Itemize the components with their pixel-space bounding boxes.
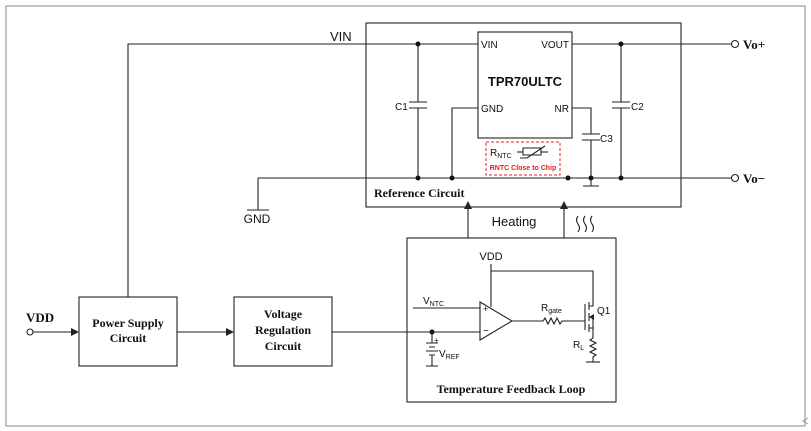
voltage-regulation-block: [233, 296, 333, 367]
rl-label: RL: [573, 340, 584, 352]
q1-label: Q1: [597, 306, 611, 317]
mosfet-q1-icon: [584, 297, 594, 336]
chip-name: TPR70ULTC: [488, 74, 563, 89]
thermistor-icon: [517, 145, 548, 159]
chip-pin-vin: VIN: [481, 40, 498, 51]
vo-plus-label: Vo+: [743, 37, 765, 52]
outer-frame: [5, 5, 806, 427]
feedback-loop-label: Temperature Feedback Loop: [437, 382, 586, 396]
vo-minus-terminal: [730, 173, 740, 183]
tpr70ultc-chip: [477, 31, 573, 139]
power-supply-block: [78, 296, 178, 367]
rail-junction: [565, 175, 571, 181]
heating-label: Heating: [492, 214, 537, 229]
vref-plus: +: [434, 336, 439, 345]
vdd-input-label: VDD: [26, 310, 54, 325]
rgate-resistor: [512, 316, 585, 326]
vo-minus-label: Vo−: [743, 171, 765, 186]
heating-arrow-head: [464, 201, 472, 209]
vdd-input-arrow: [71, 328, 79, 336]
vdd-input-terminal: [26, 328, 34, 336]
power-supply-line1: Power Supply: [92, 316, 163, 330]
chip-gnd-wire: [451, 107, 478, 178]
rntc-note: RNTC Close to Chip: [490, 165, 557, 172]
vdd-loop-wire: [490, 264, 594, 297]
c1-top-junction: [415, 41, 421, 47]
c1-bottom-junction: [415, 175, 421, 181]
ps-to-vr-arrow: [226, 328, 234, 336]
voltage-regulation-line2: Regulation: [255, 323, 311, 337]
c2-label: C2: [631, 102, 644, 113]
vin-wire: [127, 43, 478, 297]
scroll-chevron-icon[interactable]: [802, 417, 809, 425]
opamp-minus: −: [483, 326, 489, 337]
c1-label: C1: [395, 102, 408, 113]
c2-capacitor: [612, 44, 630, 178]
vin-label: VIN: [330, 29, 352, 44]
c3-capacitor: [572, 107, 600, 178]
rntc-label: RNTC: [490, 148, 512, 160]
c1-capacitor: [409, 44, 427, 178]
c3-ground-symbol: [583, 178, 599, 187]
c2-bottom-junction: [618, 175, 624, 181]
voltage-regulation-line1: Voltage: [264, 307, 303, 321]
vref-label: VREF: [439, 349, 460, 361]
chip-pin-gnd: GND: [481, 104, 503, 115]
vo-plus-terminal: [730, 39, 740, 49]
power-supply-line2: Circuit: [110, 331, 146, 345]
vref-source: [426, 332, 438, 367]
voltage-regulation-line3: Circuit: [265, 339, 301, 353]
rgate-label: Rgate: [541, 303, 562, 315]
reference-circuit-label: Reference Circuit: [374, 186, 465, 200]
vntc-label: VNTC: [423, 296, 444, 308]
vdd-loop-label: VDD: [479, 251, 502, 263]
gnd-label: GND: [244, 212, 271, 226]
c2-top-junction: [618, 41, 624, 47]
chip-pin-vout: VOUT: [541, 40, 569, 51]
chip-gnd-junction: [449, 175, 455, 181]
heat-waves-icon: [575, 215, 595, 233]
opamp-symbol: [479, 301, 514, 341]
rl-resistor: [588, 336, 598, 362]
chip-pin-nr: NR: [555, 104, 569, 115]
c3-label: C3: [600, 134, 613, 145]
heat-return-arrow-head: [560, 201, 568, 209]
rntc-dashed-box: [485, 141, 561, 176]
opamp-plus: +: [483, 304, 488, 314]
temperature-feedback-loop-block: [406, 237, 617, 403]
